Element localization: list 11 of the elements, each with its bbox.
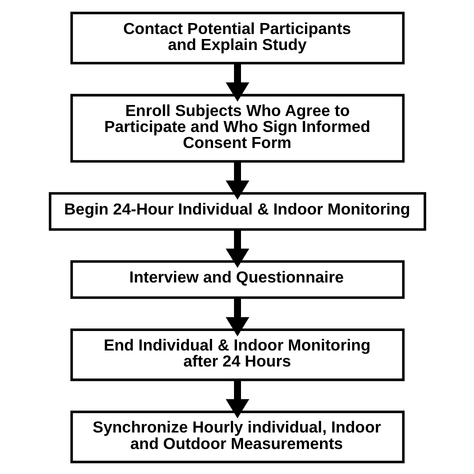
arrow [225, 160, 249, 200]
arrow [225, 379, 249, 418]
arrow [225, 229, 249, 268]
arrow [225, 297, 249, 336]
node-box: Contact Potential Participants and Explain Study [70, 11, 404, 64]
node-box: Interview and Questionnaire [70, 260, 404, 298]
node-box: Synchronize Hourly individual, Indoor and Outdoor Measurements [70, 410, 404, 463]
arrow [225, 62, 249, 102]
node-box: Begin 24-Hour Individual & Indoor Monitoring [48, 192, 426, 230]
node-box: Enroll Subjects Who Agree to Participate and Who Sign Informed Consent Form [70, 93, 404, 162]
node-box: End Individual & Indoor Monitoring after 24 Hours [70, 328, 404, 381]
